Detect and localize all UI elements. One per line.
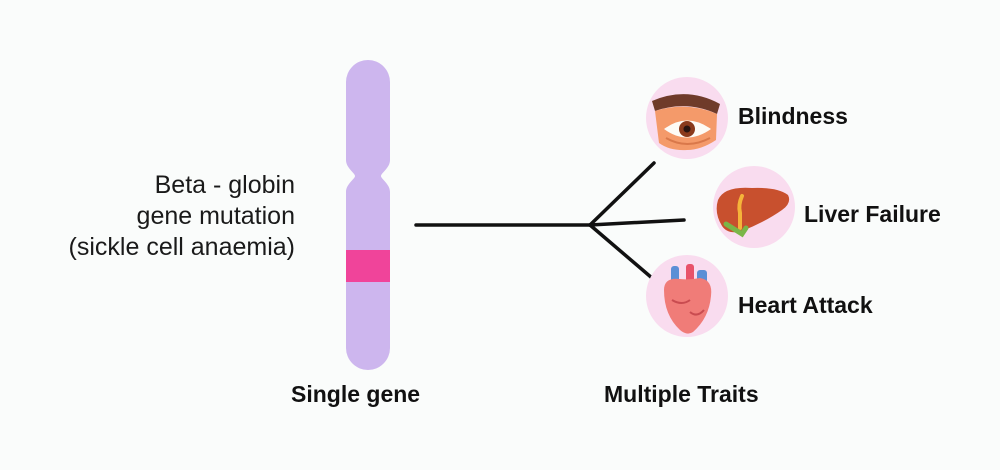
chromosome-body [346,60,390,370]
gene-description-line3: (sickle cell anaemia) [68,233,295,261]
chromosome [346,60,390,370]
branch-liver [588,218,686,227]
mutation-band [346,250,390,282]
branch-lines [414,161,686,286]
branch-heart [588,223,661,286]
eye-icon [646,77,728,159]
trait-label-blindness: Blindness [738,103,848,129]
trait-label-liver-failure: Liver Failure [804,201,941,227]
gene-description-line1: Beta - globin [154,171,295,199]
multiple-traits-caption: Multiple Traits [604,381,759,407]
heart-icon [646,255,728,337]
branch-blindness [588,161,656,227]
single-gene-caption: Single gene [291,381,421,407]
gene-description-line2: gene mutation [136,202,295,230]
trait-label-heart-attack: Heart Attack [738,292,873,318]
gene-description: Beta - globin gene mutation (sickle cell… [69,170,295,263]
liver-icon [713,166,795,248]
